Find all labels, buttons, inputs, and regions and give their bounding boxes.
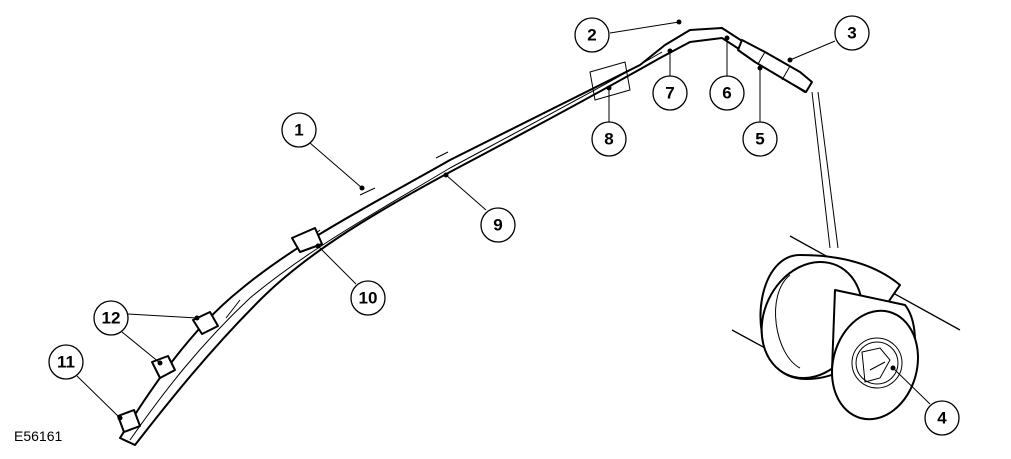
callout-4: 4: [924, 400, 960, 436]
callout-8: 8: [591, 121, 627, 157]
curtain-airbag: [117, 27, 813, 446]
callout-3: 3: [834, 15, 870, 51]
svg-text:8: 8: [604, 130, 613, 149]
svg-text:12: 12: [102, 309, 121, 328]
callout-11: 11: [48, 344, 84, 380]
svg-text:10: 10: [359, 289, 378, 308]
connector-detail-view: [731, 235, 961, 421]
svg-text:9: 9: [493, 216, 502, 235]
svg-text:11: 11: [57, 353, 75, 372]
svg-text:6: 6: [722, 84, 731, 103]
svg-text:5: 5: [755, 130, 764, 149]
svg-text:3: 3: [847, 24, 856, 43]
figure-id: E56161: [14, 428, 63, 444]
callout-9: 9: [480, 207, 516, 243]
svg-text:7: 7: [665, 84, 674, 103]
callout-7: 7: [652, 75, 688, 111]
leader-lines: [76, 19, 931, 421]
callout-2: 2: [574, 17, 610, 53]
callout-10: 10: [350, 280, 386, 316]
callout-1: 1: [281, 112, 317, 148]
callout-12: 12: [93, 300, 129, 336]
svg-text:4: 4: [937, 409, 947, 428]
svg-text:1: 1: [294, 121, 303, 140]
callout-6: 6: [709, 75, 745, 111]
svg-text:2: 2: [587, 26, 596, 45]
callout-5: 5: [742, 121, 778, 157]
